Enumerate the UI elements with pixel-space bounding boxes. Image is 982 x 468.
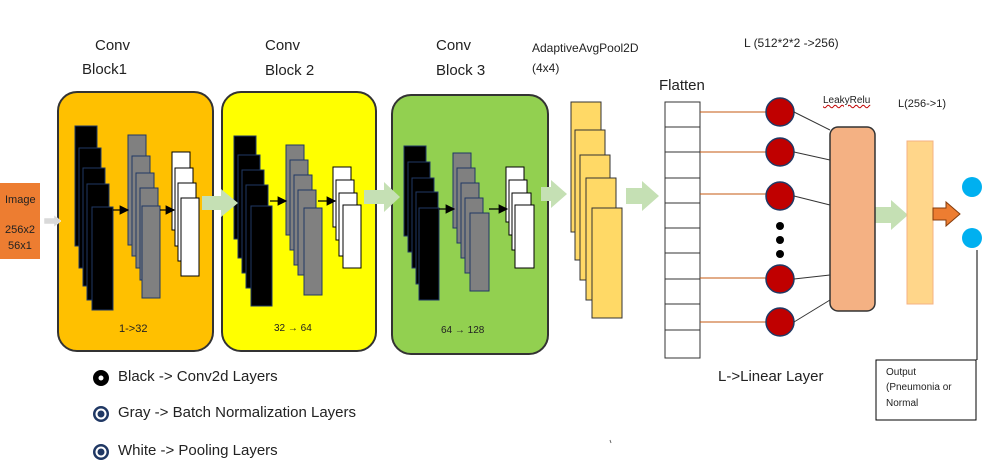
- block-3-channels: 64 → 128: [441, 325, 485, 336]
- leaky-relu-block: [829, 126, 876, 312]
- conv-layer: [418, 207, 440, 301]
- output-line1: Output: [886, 367, 917, 378]
- input-size-line1: 256x2: [5, 224, 35, 236]
- bn-layer: [141, 205, 161, 299]
- block-transition-arrow-icon: [872, 200, 908, 230]
- activation-title: LeakyRelu: [823, 95, 871, 106]
- legend-bn-text: Gray -> Batch Normalization Layers: [118, 404, 357, 421]
- linear2-title: L(256->1): [898, 98, 947, 110]
- pool-layer: [180, 197, 200, 277]
- pool-feature-map: [591, 207, 623, 319]
- neuron: [765, 97, 795, 127]
- pool-title: AdaptiveAvgPool2D: [532, 41, 639, 55]
- bn-layer: [469, 212, 490, 292]
- block-3-title-line2: Block 3: [436, 62, 486, 79]
- flatten-vector: [664, 101, 701, 359]
- black-circle-icon: [93, 370, 109, 386]
- output-line3: Normal: [886, 398, 919, 409]
- ellipsis-dot: [776, 250, 784, 258]
- block-2-layers: [233, 135, 362, 307]
- gray-ring-icon: [93, 406, 109, 422]
- pool-layer: [514, 204, 535, 269]
- input-arrow-icon: [43, 214, 62, 228]
- linear-caption: L->Linear Layer: [718, 368, 824, 385]
- adaptive-avg-pool-stack: [570, 101, 623, 319]
- input-size-line2: 56x1: [8, 240, 32, 252]
- output-arrow-icon: [932, 200, 961, 228]
- block-transition-arrow-icon: [364, 182, 400, 212]
- neuron: [765, 307, 795, 337]
- block-transition-arrow-icon: [541, 180, 567, 208]
- block-1-layers: [74, 125, 200, 311]
- block-2-title-line2: Block 2: [265, 62, 315, 79]
- neuron: [765, 181, 795, 211]
- block-transition-arrow-icon: [626, 181, 659, 211]
- final-linear-layer: [906, 140, 934, 305]
- block-3-layers: [403, 145, 535, 301]
- white-ring-icon: [93, 444, 109, 460]
- output-node: [962, 228, 982, 248]
- legend-pool-text: White -> Pooling Layers: [118, 442, 278, 459]
- block-1-title-line2: Block1: [82, 61, 128, 78]
- flatten-to-neuron-connections: [700, 111, 766, 323]
- block-2-channels: 32 → 64: [274, 323, 312, 334]
- neuron: [765, 137, 795, 167]
- output-label-box: [875, 359, 977, 421]
- linear-neurons: [765, 97, 795, 337]
- output-node: [962, 177, 982, 197]
- block-1-channels: 1->32: [119, 323, 148, 335]
- output-line2: (Pneumonia or: [886, 382, 952, 393]
- neuron-to-activation-connections: [793, 111, 831, 323]
- conv-layer: [250, 205, 273, 307]
- input-image-box: [0, 183, 40, 259]
- bn-layer: [303, 207, 323, 296]
- linear1-title: L (512*2*2 ->256): [744, 36, 839, 50]
- ellipsis-dot: [776, 236, 784, 244]
- block-1-title-line1: Conv: [95, 37, 131, 54]
- conv-layer: [91, 206, 114, 311]
- ellipsis-dot: [776, 222, 784, 230]
- input-label: Image: [5, 194, 36, 206]
- block-3-title-line1: Conv: [436, 37, 472, 54]
- flatten-title: Flatten: [659, 77, 705, 94]
- legend-conv-text: Black -> Conv2d Layers: [118, 368, 278, 385]
- block-2-title-line1: Conv: [265, 37, 301, 54]
- neuron: [765, 264, 795, 294]
- block-transition-arrow-icon: [202, 189, 238, 217]
- pool-layer: [342, 204, 362, 269]
- pool-subtitle: (4x4): [532, 61, 560, 75]
